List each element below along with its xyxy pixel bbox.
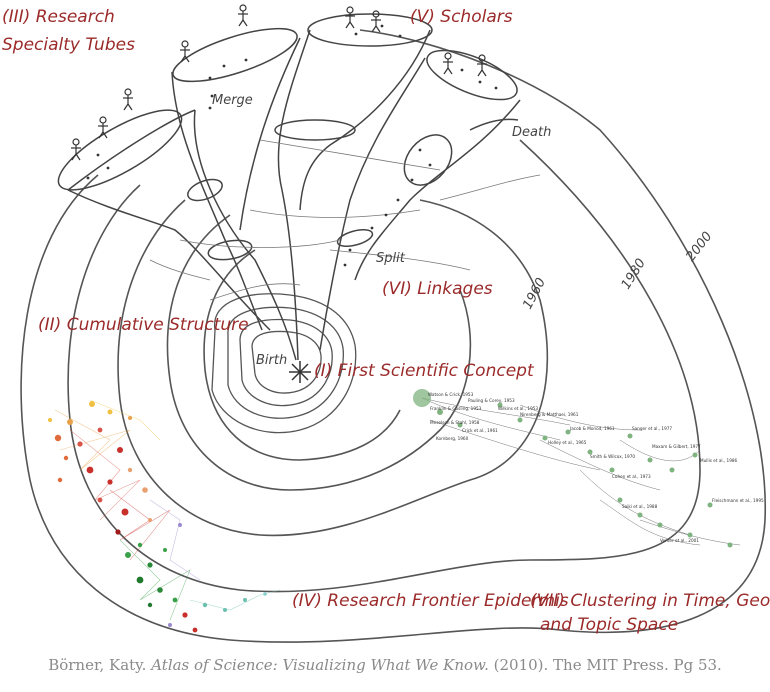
tube-top-mouth: [307, 13, 433, 47]
label-clustering: (VII) Clustering in Time, Geography,: [530, 591, 770, 611]
shell-1980: [67, 139, 701, 593]
timeline-ref: Watson & Crick, 1953: [428, 392, 474, 397]
label-scholars: (V) Scholars: [410, 7, 513, 27]
timeline-ref: Meselson & Stahl, 1958: [430, 420, 480, 425]
tube-top: [277, 29, 431, 361]
timeline-edges: [421, 397, 741, 546]
epidermis-edges: [54, 399, 281, 621]
timeline-ref: Pauling & Corey, 1953: [468, 398, 515, 403]
scholar-figure-icon: [345, 6, 355, 29]
scholar-figures: [71, 4, 487, 161]
timeline-ref: Kornberg, 1960: [436, 436, 469, 441]
citation-caption: Börner, Katy. Atlas of Science: Visualiz…: [0, 656, 770, 674]
merge-label: Merge: [212, 93, 253, 108]
split-label: Split: [376, 251, 406, 266]
timeline-ref: Wilkins et al., 1953: [498, 406, 538, 411]
scholar-figure-icon: [477, 54, 487, 77]
timeline-ref: Venter et al., 2001: [660, 538, 699, 543]
citation-rest: (2010). The MIT Press. Pg 53.: [493, 656, 722, 674]
tube-upperleft-waist: [207, 239, 253, 261]
epidermis-nodes: [48, 401, 267, 633]
label-research-specialty-tubes-line2: Specialty Tubes: [2, 35, 135, 55]
label-research-frontier-epidermis: (IV) Research Frontier Epidermis: [292, 591, 569, 611]
timeline-ref: Sanger et al., 1977: [632, 426, 672, 431]
core-contour-1: [211, 293, 357, 434]
linkage-strands: [149, 139, 541, 301]
label-first-scientific-concept: (I) First Scientific Concept: [314, 361, 535, 381]
tube-left-mouth: [57, 109, 183, 191]
scholar-figure-icon: [180, 40, 190, 63]
scholar-figure-icon: [443, 52, 453, 75]
scholar-figure-icon: [371, 10, 381, 33]
shell-inner-1: [166, 214, 472, 491]
tube-left: [67, 109, 297, 361]
timeline-ref: Maxam & Gilbert, 1977: [652, 444, 701, 449]
tube-split-waist: [336, 229, 374, 247]
tube-right-waist: [403, 134, 453, 186]
shell-1960: [117, 199, 549, 537]
label-research-specialty-tubes: (III) Research: [2, 7, 115, 27]
tube-mid-waist: [187, 178, 223, 202]
scholar-figure-icon: [71, 138, 81, 161]
timeline-ref: Holley et al., 1965: [548, 440, 587, 445]
timeline-nodes: [413, 389, 733, 548]
label-cumulative-structure: (II) Cumulative Structure: [38, 315, 249, 335]
timeline-ref: Mullis et al., 1986: [700, 458, 738, 463]
shell-inner-2: [203, 249, 401, 461]
timeline-ref: Franklin & Gosling, 1953: [430, 406, 482, 411]
label-linkages: (VI) Linkages: [382, 279, 493, 299]
year-1980-label: 1980: [619, 256, 649, 292]
timeline-ref: Cohen et al., 1973: [612, 474, 651, 479]
citation-title: Atlas of Science: Visualizing What We Kn…: [151, 656, 489, 674]
core-contour-4: [251, 330, 322, 394]
tube-right: [319, 57, 521, 351]
scholar-figure-icon: [98, 116, 108, 139]
tube-death: [469, 118, 519, 131]
shell-outer-2000: [20, 29, 767, 643]
tube-right-mouth: [426, 49, 518, 101]
core-contour-2: [227, 306, 344, 419]
timeline-ref: Nirenberg & Matthaei, 1961: [520, 412, 579, 417]
timeline-network: Watson & Crick, 1953 Pauling & Corey, 19…: [413, 389, 764, 548]
timeline-ref: Fleischmann et al., 1995: [712, 498, 764, 503]
timeline-ref-labels: Watson & Crick, 1953 Pauling & Corey, 19…: [428, 392, 764, 543]
year-1960-label: 1960: [520, 276, 549, 312]
death-label: Death: [512, 125, 551, 140]
tube-upperleft: [171, 37, 301, 331]
timeline-ref: Smith & Wilcox, 1970: [590, 454, 635, 459]
outer-shells: [20, 29, 767, 643]
core-contours: [211, 293, 357, 434]
label-clustering-line2: and Topic Space: [540, 615, 678, 635]
timeline-ref: Jacob & Monod, 1961: [569, 426, 615, 431]
timeline-ref: Saiki et al., 1988: [622, 504, 658, 509]
core-contour-3: [239, 318, 333, 407]
birth-star-icon: [289, 361, 311, 383]
tube-upperleft-mouth: [172, 27, 298, 83]
citation-author: Börner, Katy.: [48, 656, 147, 674]
scholar-figure-icon: [238, 4, 248, 27]
timeline-ref: Crick et al., 1961: [462, 428, 498, 433]
year-2000-label: 2000: [683, 229, 715, 264]
tube-dots: [86, 24, 498, 267]
epidermis-network: [48, 399, 281, 633]
birth-label: Birth: [256, 353, 287, 368]
scholar-figure-icon: [123, 88, 133, 111]
tube-top-waist: [274, 119, 356, 141]
